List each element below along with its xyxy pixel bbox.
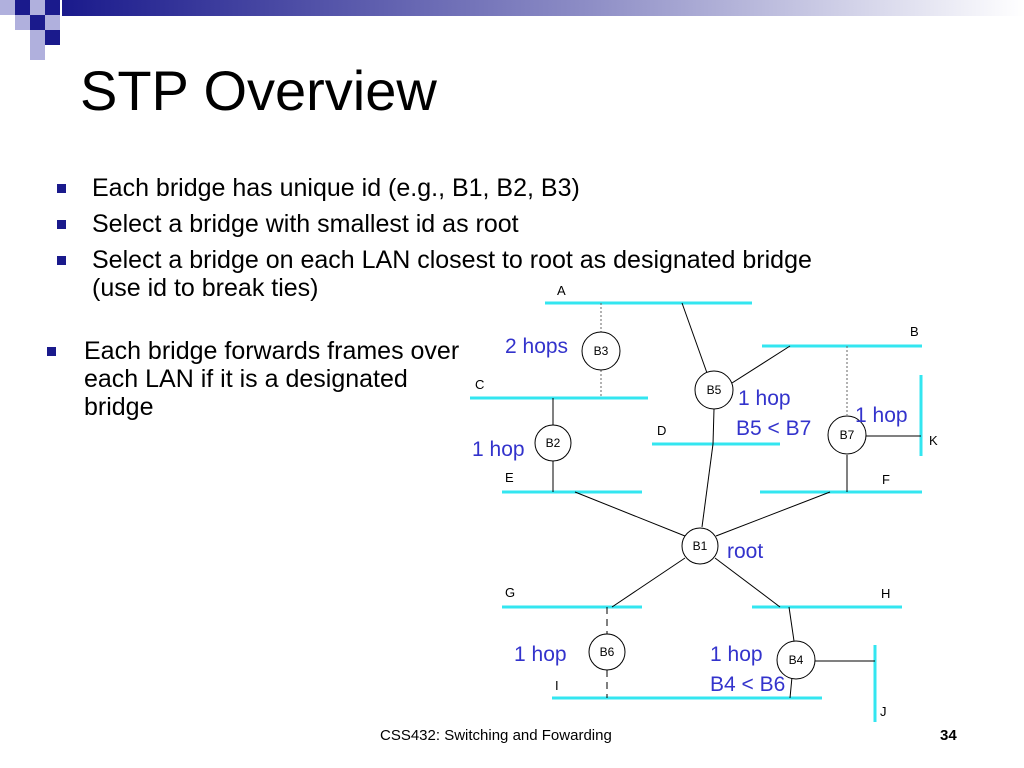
link-b1-f — [715, 491, 831, 537]
deco-square — [0, 0, 15, 15]
footer-text: CSS432: Switching and Fowarding — [380, 727, 612, 744]
link-b4-h — [788, 606, 795, 642]
deco-square — [15, 15, 30, 30]
lan-g-label: G — [505, 585, 515, 600]
link-b1-g — [611, 557, 686, 608]
link-b1-d — [701, 443, 714, 528]
bridge-b2-label: B2 — [546, 436, 561, 450]
lan-a-label: A — [557, 283, 566, 298]
annotation-b4-b6-tiebreak: B4 < B6 — [710, 673, 785, 696]
deco-square — [30, 0, 45, 15]
annotation-b6-hops: 1 hop — [514, 643, 567, 666]
square-bullet-icon — [47, 347, 56, 356]
lan-f-label: F — [882, 472, 890, 487]
lan-d-label: D — [657, 423, 666, 438]
bridge-b6-label: B6 — [600, 645, 615, 659]
header-decoration — [0, 0, 1024, 60]
annotation-root: root — [727, 540, 763, 563]
link-b1-e — [574, 491, 686, 537]
bullet-text: Each bridge has unique id (e.g., B1, B2,… — [92, 174, 580, 202]
bridge-b3-node — [581, 331, 621, 371]
bridge-b4-label: B4 — [789, 653, 804, 667]
lan-b-label: B — [910, 324, 919, 339]
bridge-b3-label: B3 — [594, 344, 609, 358]
deco-square — [30, 45, 45, 60]
page-number: 34 — [940, 727, 957, 744]
lan-labels: A B C D E F G H I J K — [475, 283, 938, 719]
deco-square — [30, 15, 45, 30]
link-b4-i — [789, 676, 793, 699]
annotation-b4-hops: 1 hop — [710, 643, 763, 666]
bullet-item: Each bridge has unique id (e.g., B1, B2,… — [55, 174, 855, 202]
deco-square — [45, 15, 60, 30]
hop-annotations: 2 hops 1 hop 1 hop 1 hop root 1 hop 1 ho… — [472, 335, 908, 696]
header-gradient-bar — [62, 0, 1024, 16]
bridge-b7-node — [827, 415, 867, 455]
bullet-item: Each bridge forwards frames over each LA… — [43, 337, 463, 421]
bullet-text: Each bridge forwards frames over each LA… — [84, 337, 460, 421]
bridge-nodes — [534, 331, 867, 680]
square-bullet-icon — [57, 220, 66, 229]
slide-title: STP Overview — [80, 59, 437, 122]
link-b5-a — [681, 302, 708, 374]
annotation-b5-b7-tiebreak: B5 < B7 — [736, 417, 811, 440]
link-b1-h — [714, 557, 781, 608]
bullet-list-top: Each bridge has unique id (e.g., B1, B2,… — [55, 174, 855, 310]
annotation-b3-hops: 2 hops — [505, 335, 568, 358]
bullet-item: Select a bridge on each LAN closest to r… — [55, 246, 855, 302]
lan-i-label: I — [555, 678, 559, 693]
links — [552, 302, 921, 699]
bridge-b4-node — [776, 640, 816, 680]
bridge-b2-node — [534, 424, 572, 462]
lan-k-label: K — [929, 433, 938, 448]
square-bullet-icon — [57, 256, 66, 265]
bridge-b6-node — [588, 633, 626, 671]
bridge-b5-node — [694, 370, 734, 410]
deco-square — [45, 30, 60, 45]
link-b5-d — [712, 408, 715, 445]
bullet-item: Select a bridge with smallest id as root — [55, 210, 855, 238]
deco-square — [15, 0, 30, 15]
lan-j-label: J — [880, 704, 887, 719]
bullet-list-left: Each bridge forwards frames over each LA… — [43, 337, 463, 421]
bullet-text: Select a bridge on each LAN closest to r… — [92, 246, 812, 302]
lan-e-label: E — [505, 470, 514, 485]
lan-c-label: C — [475, 377, 484, 392]
deco-square — [45, 0, 60, 15]
bridge-b1-label: B1 — [693, 539, 708, 553]
bridge-b5-label: B5 — [707, 383, 722, 397]
bullet-text: Select a bridge with smallest id as root — [92, 210, 519, 238]
annotation-b2-hops: 1 hop — [472, 438, 525, 461]
bridge-b7-label: B7 — [840, 428, 855, 442]
bridge-labels: B1 B2 B3 B4 B5 B6 B7 — [546, 344, 855, 667]
square-bullet-icon — [57, 184, 66, 193]
lan-segments — [470, 301, 923, 722]
deco-square — [30, 30, 45, 45]
bridge-b1-node — [681, 527, 719, 565]
link-b5-b — [731, 345, 791, 384]
lan-h-label: H — [881, 586, 890, 601]
annotation-b5-hops: 1 hop — [738, 387, 791, 410]
annotation-b7-hops: 1 hop — [855, 404, 908, 427]
